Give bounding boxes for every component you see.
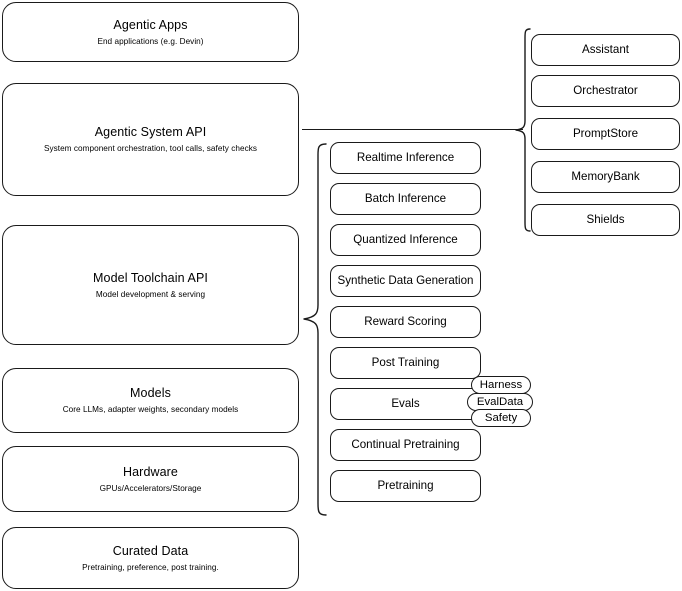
evals-tag-safety[interactable]: Safety <box>471 409 531 427</box>
brace-system-components <box>515 28 531 232</box>
layer-title: Agentic Apps <box>113 17 188 32</box>
layer-title: Curated Data <box>112 543 189 558</box>
layer-subtitle: System component orchestration, tool cal… <box>43 144 258 153</box>
capability-chip-quantized-inference[interactable]: Quantized Inference <box>330 224 481 256</box>
system-component-chip-shields[interactable]: Shields <box>531 204 680 236</box>
layer-card-curated-data[interactable]: Curated Data Pretraining, preference, po… <box>2 527 299 589</box>
capability-label: Synthetic Data Generation <box>337 274 474 287</box>
system-component-label: Shields <box>586 213 625 226</box>
layer-card-agentic-system-api[interactable]: Agentic System API System component orch… <box>2 83 299 196</box>
system-component-label: PromptStore <box>572 127 639 140</box>
capability-chip-realtime-inference[interactable]: Realtime Inference <box>330 142 481 174</box>
connector-system-api-to-components <box>302 129 523 131</box>
system-component-chip-memorybank[interactable]: MemoryBank <box>531 161 680 193</box>
layer-subtitle: Core LLMs, adapter weights, secondary mo… <box>62 405 239 414</box>
layer-title: Hardware <box>123 464 178 479</box>
capability-label: Evals <box>391 397 420 410</box>
system-component-chip-promptstore[interactable]: PromptStore <box>531 118 680 150</box>
layer-subtitle: End applications (e.g. Devin) <box>97 36 204 46</box>
capability-chip-synthetic-data-generation[interactable]: Synthetic Data Generation <box>330 265 481 297</box>
capability-chip-post-training[interactable]: Post Training <box>330 347 481 379</box>
system-component-chip-orchestrator[interactable]: Orchestrator <box>531 75 680 107</box>
capability-chip-continual-pretraining[interactable]: Continual Pretraining <box>330 429 481 461</box>
system-component-chip-assistant[interactable]: Assistant <box>531 34 680 66</box>
capability-label: Continual Pretraining <box>351 438 460 451</box>
evals-tag-label: EvalData <box>476 395 524 408</box>
capability-chip-pretraining[interactable]: Pretraining <box>330 470 481 502</box>
system-component-label: MemoryBank <box>571 170 640 183</box>
capability-chip-evals[interactable]: Evals <box>330 388 481 420</box>
capability-chip-reward-scoring[interactable]: Reward Scoring <box>330 306 481 338</box>
layer-card-hardware[interactable]: Hardware GPUs/Accelerators/Storage <box>2 446 299 512</box>
evals-tag-label: Harness <box>479 378 523 391</box>
capability-label: Post Training <box>371 356 440 369</box>
layer-card-agentic-apps[interactable]: Agentic Apps End applications (e.g. Devi… <box>2 2 299 62</box>
evals-tag-label: Safety <box>484 411 518 424</box>
capability-label: Pretraining <box>377 479 434 492</box>
brace-toolchain-capabilities <box>303 143 327 516</box>
layer-subtitle: Model development & serving <box>95 289 206 299</box>
layer-title: Agentic System API <box>94 125 207 139</box>
evals-tag-harness[interactable]: Harness <box>471 376 531 394</box>
capability-label: Realtime Inference <box>356 151 455 164</box>
layer-card-model-toolchain-api[interactable]: Model Toolchain API Model development & … <box>2 225 299 345</box>
layer-title: Models <box>130 386 171 400</box>
layer-subtitle: GPUs/Accelerators/Storage <box>99 483 202 493</box>
layer-title: Model Toolchain API <box>93 270 208 285</box>
layer-card-models[interactable]: Models Core LLMs, adapter weights, secon… <box>2 368 299 433</box>
system-component-label: Orchestrator <box>573 84 638 97</box>
system-component-label: Assistant <box>581 43 630 56</box>
capability-label: Quantized Inference <box>353 233 458 246</box>
capability-chip-batch-inference[interactable]: Batch Inference <box>330 183 481 215</box>
capability-label: Reward Scoring <box>364 315 447 328</box>
layer-subtitle: Pretraining, preference, post training. <box>82 562 219 572</box>
capability-label: Batch Inference <box>364 192 447 205</box>
